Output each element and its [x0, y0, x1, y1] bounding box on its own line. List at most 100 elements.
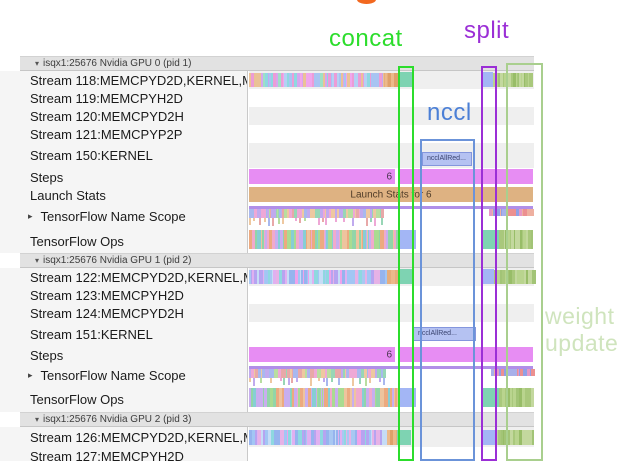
trace-event[interactable] [374, 270, 377, 284]
expand-arrow-icon[interactable]: ▸ [28, 211, 33, 221]
trace-event[interactable] [311, 388, 312, 407]
trace-event[interactable] [516, 73, 517, 87]
trace-event[interactable] [350, 388, 352, 407]
timeline-track[interactable] [249, 427, 534, 447]
trace-event[interactable] [396, 430, 397, 445]
trace-event[interactable] [392, 388, 394, 407]
trace-event[interactable] [307, 270, 308, 284]
trace-event[interactable] [304, 218, 306, 221]
timeline-track[interactable] [249, 387, 534, 412]
trace-event[interactable] [332, 73, 334, 87]
trace-event[interactable] [342, 388, 344, 407]
trace-event[interactable] [525, 388, 528, 407]
trace-event[interactable] [503, 73, 504, 87]
trace-event[interactable] [310, 230, 311, 249]
trace-event[interactable] [301, 270, 303, 284]
trace-event[interactable] [251, 369, 252, 378]
trace-event[interactable] [297, 209, 299, 218]
trace-event[interactable] [280, 230, 283, 249]
trace-event[interactable] [500, 270, 502, 284]
trace-event[interactable] [494, 270, 495, 284]
trace-event[interactable] [352, 73, 354, 87]
trace-event[interactable] [249, 430, 252, 445]
trace-event[interactable] [325, 218, 327, 225]
trace-event[interactable] [320, 73, 321, 87]
trace-event[interactable] [377, 270, 380, 284]
trace-event[interactable] [296, 369, 298, 378]
trace-event[interactable] [366, 218, 368, 226]
trace-event[interactable] [324, 388, 328, 407]
trace-event[interactable] [530, 369, 531, 376]
trace-event[interactable] [316, 388, 317, 407]
trace-event[interactable] [530, 388, 531, 407]
trace-event[interactable] [509, 209, 511, 216]
trace-event[interactable] [336, 430, 338, 445]
trace-event[interactable] [273, 388, 276, 407]
trace-event[interactable] [306, 230, 307, 249]
trace-event[interactable] [287, 369, 290, 378]
trace-event[interactable] [529, 73, 533, 87]
trace-event[interactable] [257, 270, 259, 284]
trace-event[interactable] [258, 430, 261, 445]
trace-event[interactable] [496, 430, 498, 445]
trace-event[interactable] [281, 73, 283, 87]
trace-event[interactable] [326, 378, 328, 386]
trace-event[interactable] [304, 430, 305, 445]
trace-event[interactable] [387, 73, 388, 87]
timeline-track[interactable]: ncclAllRed... [249, 143, 534, 168]
trace-event[interactable] [289, 73, 292, 87]
trace-event[interactable] [347, 73, 350, 87]
trace-event[interactable] [395, 388, 397, 407]
trace-event[interactable] [280, 270, 282, 284]
trace-event[interactable] [509, 270, 512, 284]
trace-event[interactable] [318, 230, 320, 249]
trace-event[interactable] [360, 209, 363, 218]
trace-event[interactable] [349, 369, 351, 378]
trace-event[interactable] [372, 430, 374, 445]
trace-event[interactable] [318, 388, 320, 407]
trace-event[interactable] [528, 230, 531, 249]
trace-event[interactable] [284, 388, 287, 407]
trace-event[interactable] [259, 218, 261, 225]
trace-event[interactable] [287, 209, 289, 218]
trace-event[interactable] [299, 209, 302, 218]
trace-event[interactable] [345, 369, 346, 378]
trace-event[interactable] [505, 230, 506, 249]
trace-span[interactable] [397, 430, 411, 445]
trace-event[interactable] [515, 270, 517, 284]
trace-event[interactable] [315, 209, 318, 218]
trace-event[interactable] [502, 270, 505, 284]
trace-event[interactable] [300, 388, 303, 407]
trace-event[interactable] [519, 73, 521, 87]
trace-event[interactable] [257, 430, 258, 445]
trace-event[interactable] [323, 388, 324, 407]
timeline-track[interactable] [249, 268, 536, 286]
trace-event[interactable] [354, 369, 357, 378]
trace-event[interactable] [376, 430, 380, 445]
trace-event[interactable] [251, 209, 253, 218]
trace-event[interactable] [505, 388, 506, 407]
trace-event[interactable] [290, 369, 292, 378]
trace-event[interactable] [498, 270, 500, 284]
trace-event[interactable] [377, 369, 378, 378]
trace-event[interactable] [302, 209, 304, 218]
trace-event[interactable] [269, 369, 271, 378]
trace-event[interactable] [260, 378, 262, 383]
trace-event[interactable] [374, 430, 376, 445]
trace-event[interactable] [371, 369, 375, 378]
trace-event[interactable] [249, 369, 251, 378]
trace-event[interactable] [325, 73, 327, 87]
trace-event[interactable] [337, 73, 339, 87]
trace-span[interactable] [398, 269, 412, 284]
trace-event[interactable] [251, 388, 253, 407]
trace-event[interactable] [492, 209, 493, 216]
trace-event[interactable] [363, 230, 366, 249]
trace-event[interactable] [360, 369, 361, 378]
trace-event[interactable] [292, 73, 294, 87]
trace-event[interactable] [314, 430, 316, 445]
trace-event[interactable] [335, 218, 337, 222]
trace-event[interactable] [281, 369, 282, 378]
trace-event[interactable] [341, 73, 343, 87]
trace-event[interactable] [311, 430, 314, 445]
trace-span[interactable]: 6 [249, 169, 395, 184]
